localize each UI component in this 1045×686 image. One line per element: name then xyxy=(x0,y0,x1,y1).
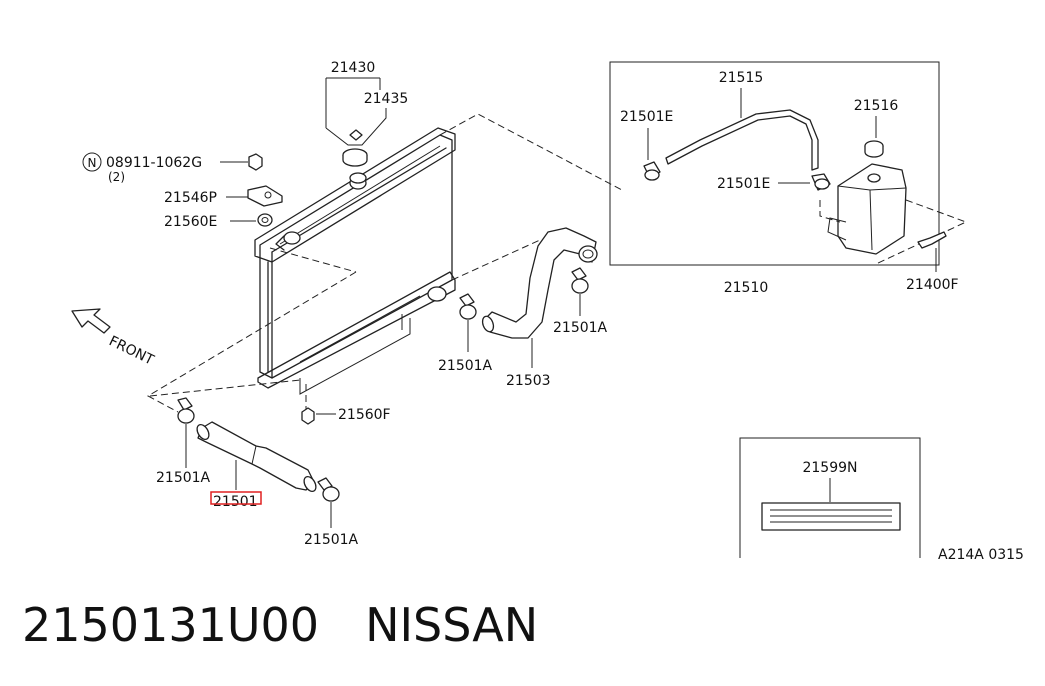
label-21435: 21435 xyxy=(364,91,409,107)
label-qty-2: (2) xyxy=(108,170,125,184)
clamp-upper-right-icon xyxy=(571,267,587,281)
label-21501E-top: 21501E xyxy=(620,109,673,125)
radiator-cap-icon xyxy=(349,129,363,141)
overflow-hose-21515 xyxy=(665,109,819,171)
label-21510: 21510 xyxy=(724,280,769,296)
label-21400F: 21400F xyxy=(906,277,959,293)
label-n-mark: N xyxy=(88,156,97,170)
label-21560E: 21560E xyxy=(164,214,217,230)
highlight-box-21501 xyxy=(210,491,262,505)
grommet-lower-group: 21560F xyxy=(301,407,391,425)
nut-icon xyxy=(248,153,263,171)
label-21430: 21430 xyxy=(331,60,376,76)
lower-hose-21501 xyxy=(197,421,315,491)
front-arrow: FRONT xyxy=(71,308,157,369)
brand-name: NISSAN xyxy=(365,598,539,652)
label-21503: 21503 xyxy=(506,373,551,389)
label-front: FRONT xyxy=(106,333,156,369)
front-arrow-icon xyxy=(71,308,111,334)
label-21546P: 21546P xyxy=(164,190,217,206)
label-08911-1062G: 08911-1062G xyxy=(106,155,202,171)
label-21501E-mid: 21501E xyxy=(717,176,770,192)
label-21515: 21515 xyxy=(719,70,764,86)
clamp-left-icon xyxy=(177,397,193,411)
part-number: 2150131U00 xyxy=(22,598,320,652)
grommet-icon xyxy=(257,213,273,227)
fasteners-left: N 08911-1062G (2) 21546P 21560E xyxy=(82,152,283,230)
upper-hose-group: 21501A 21503 21501A xyxy=(438,227,608,389)
radiator-cap-group: 21430 21435 xyxy=(325,60,409,167)
clamp-mid-icon xyxy=(459,293,475,307)
dashed-leader-lines xyxy=(146,113,623,413)
reservoir-box-group: 21515 21501E 21501E 21516 21510 21400F xyxy=(609,61,968,296)
reservoir-frame xyxy=(609,61,940,266)
label-21501A-mid: 21501A xyxy=(438,358,493,374)
label-21599N: 21599N xyxy=(802,460,857,476)
radiator xyxy=(254,127,456,395)
label-21501: 21501 xyxy=(213,494,258,510)
label-21501A-left: 21501A xyxy=(156,470,211,486)
reservoir-tank-21510 xyxy=(837,163,907,255)
caption: 2150131U00 NISSAN xyxy=(22,598,538,652)
label-plate-group: 21599N xyxy=(739,437,921,558)
label-21501A-right: 21501A xyxy=(553,320,608,336)
label-21501A-bottom: 21501A xyxy=(304,532,359,548)
label-21560F: 21560F xyxy=(338,407,391,423)
lower-hose-group: 21501A 21501 21501A xyxy=(156,397,359,548)
bolt-icon xyxy=(917,231,947,249)
label-21516: 21516 xyxy=(854,98,899,114)
label-ref-code: A214A 0315 xyxy=(938,547,1024,563)
grommet-lower-icon xyxy=(301,407,315,425)
